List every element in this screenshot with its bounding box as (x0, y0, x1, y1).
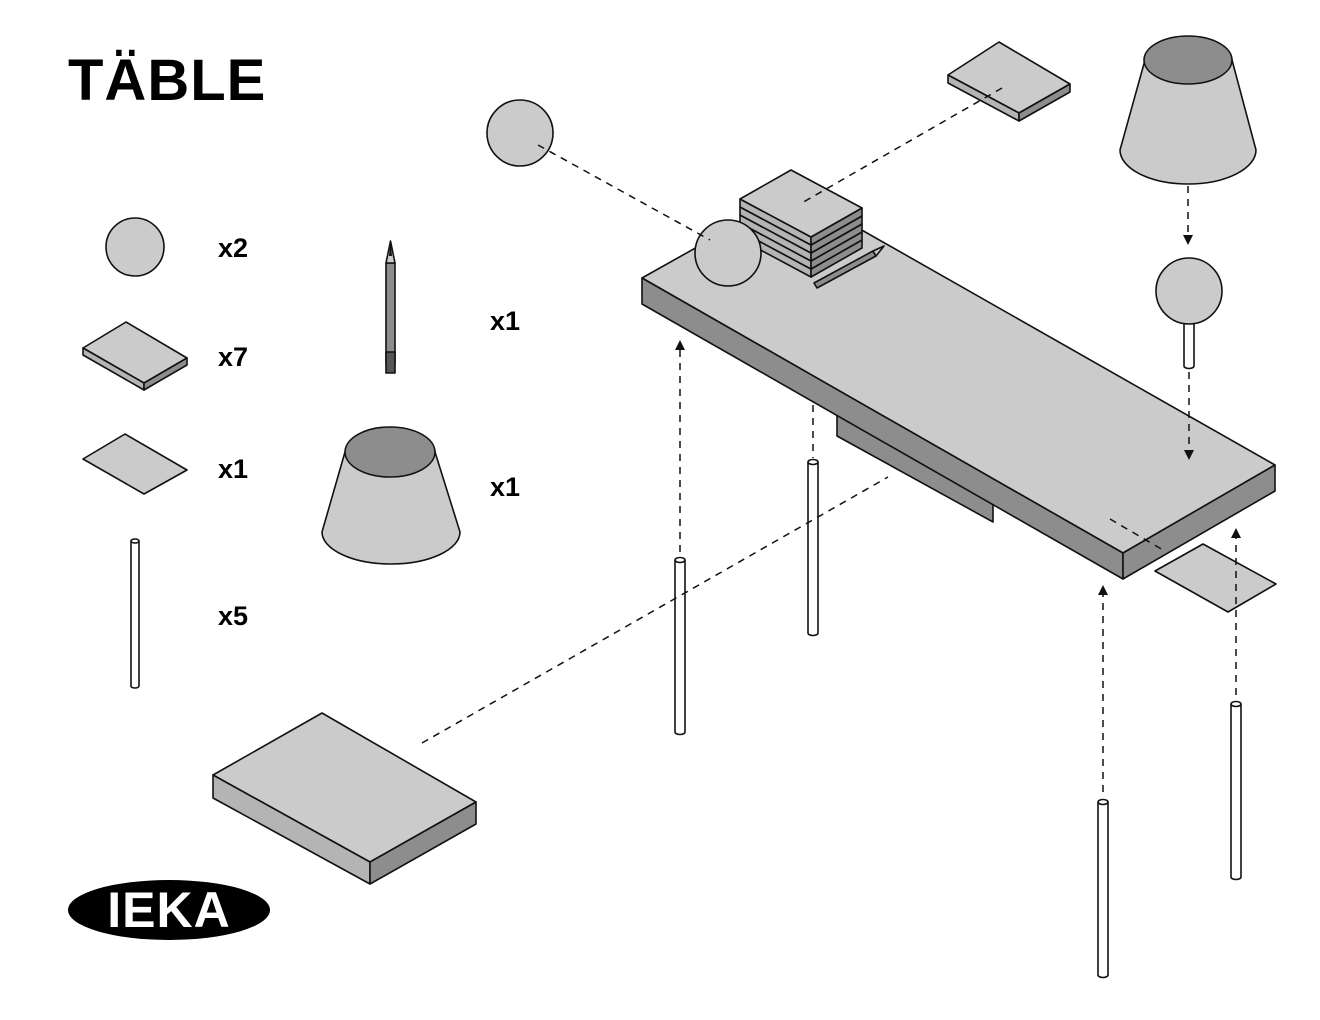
page-title: TÄBLE (68, 48, 267, 113)
quantity-label-lampshade: x1 (490, 472, 521, 502)
brand-logo-text: IEKA (107, 882, 231, 938)
table-leg-rod (807, 458, 819, 637)
table-leg-rod (1230, 700, 1242, 881)
guide-line (799, 87, 1003, 205)
large-book (212, 712, 477, 885)
quantity-label-paper-sheet: x1 (218, 454, 249, 484)
table-leg-rod (674, 556, 686, 736)
guide-line (1109, 518, 1164, 551)
part-lampshade-icon (321, 426, 461, 565)
sphere-on-table (694, 219, 762, 287)
pencil-on-table (813, 245, 885, 289)
book-stack (739, 169, 863, 278)
table-leg-rod (1097, 798, 1109, 979)
part-leg-rod-icon (130, 538, 140, 689)
part-paper-sheet-icon (82, 433, 188, 495)
book-floating (947, 41, 1071, 122)
quantity-label-sphere: x2 (218, 233, 249, 263)
sphere-floating (486, 99, 554, 167)
lamp-base (1155, 257, 1223, 370)
part-pencil-icon (385, 240, 396, 374)
part-sphere-icon (105, 217, 165, 277)
guide-line (421, 476, 889, 744)
paper-sheet (1154, 543, 1277, 613)
quantity-label-leg-rod: x5 (218, 601, 249, 631)
table-top (641, 191, 1276, 580)
brand-logo (68, 880, 270, 940)
quantity-label-book: x7 (218, 342, 249, 372)
part-book-icon (82, 321, 188, 391)
guide-line (537, 144, 711, 241)
quantity-label-pencil: x1 (490, 306, 521, 336)
lampshade-floating (1119, 35, 1257, 185)
